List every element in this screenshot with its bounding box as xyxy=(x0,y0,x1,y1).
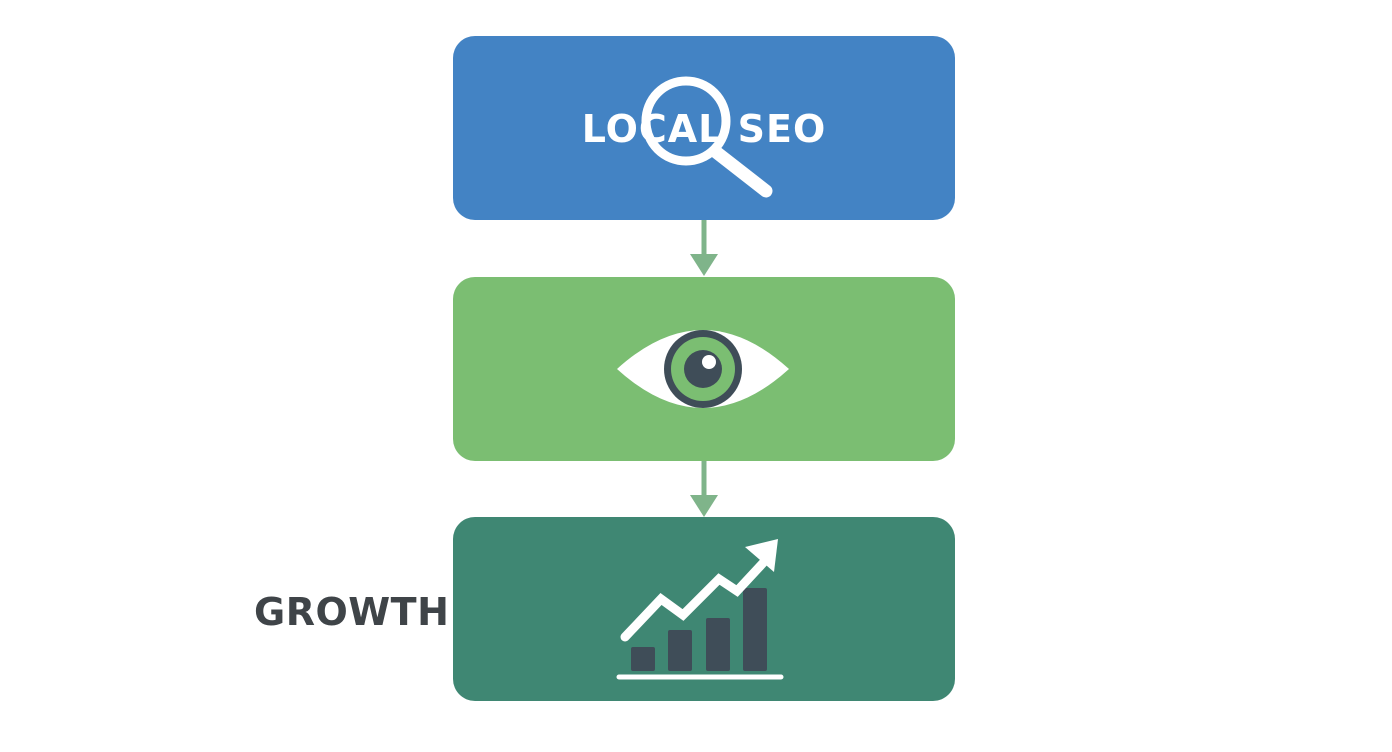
growth-box xyxy=(453,517,955,701)
down-arrow-icon xyxy=(690,220,718,276)
visibility-box xyxy=(453,277,955,461)
magnifier-icon xyxy=(641,76,773,198)
eye-icon xyxy=(617,330,789,408)
local-seo-label: LOCAL SEO xyxy=(581,107,827,151)
growth-chart-icon xyxy=(616,539,784,680)
growth-label: GROWTH xyxy=(254,590,450,634)
down-arrow-icon xyxy=(690,461,718,517)
local-seo-box: LOCAL SEO xyxy=(453,36,955,220)
